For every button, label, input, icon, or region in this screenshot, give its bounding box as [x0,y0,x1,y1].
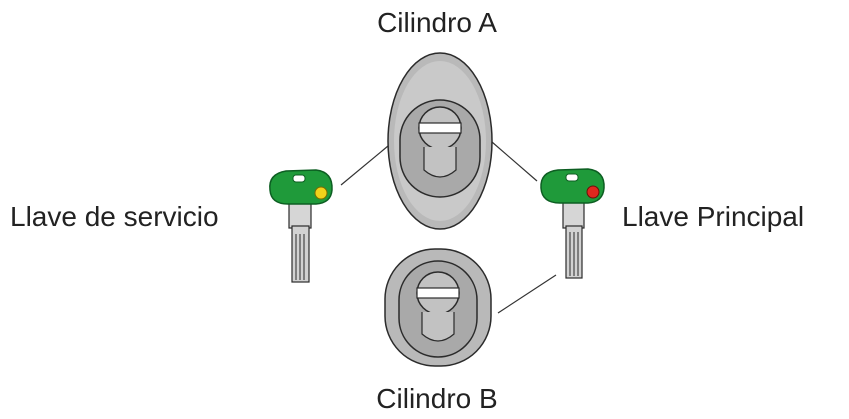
cylinder-b-rounded-lock-icon [384,248,492,367]
master-key-icon [540,168,605,279]
service-key-icon [269,169,333,283]
cylinder-b-label: Cilindro B [376,383,497,414]
master-key-to-cylinder-b-line [497,274,557,314]
master-key-label: Llave Principal [622,201,804,232]
connector-lines [340,141,557,314]
master-key-to-cylinder-a-line [491,141,538,182]
cylinder-a-oval-lock-icon [387,52,493,230]
service-key-to-cylinder-a-line [340,145,389,186]
cylinder-a-label: Cilindro A [377,7,497,38]
service-key-label: Llave de servicio [10,201,219,232]
service-key-yellow-dot-icon [314,186,328,200]
master-key-red-dot-icon [586,185,600,199]
